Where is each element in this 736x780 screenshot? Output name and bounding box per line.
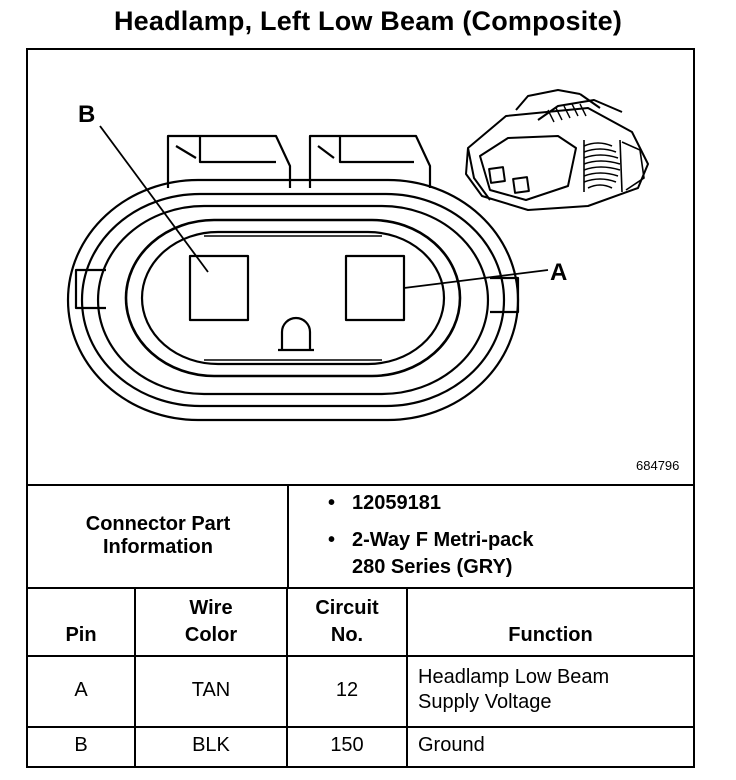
row-a-wire-color: TAN	[191, 679, 231, 701]
divider-col-pin	[134, 587, 136, 768]
bullet-icon: •	[328, 529, 336, 551]
connector-info-label: Connector Part Information	[28, 486, 288, 586]
connector-housing-outer	[66, 178, 520, 422]
divider-diagram-table	[28, 484, 693, 486]
locking-tab-left	[166, 134, 292, 188]
connector-latch-hatching	[547, 103, 587, 123]
row-a-pin: A	[74, 679, 88, 701]
divider-row-a-b	[28, 726, 693, 728]
connector-type-line2: 280 Series (GRY)	[352, 556, 513, 578]
pin-b-label: B	[78, 101, 95, 128]
header-circuit-line1: Circuit	[315, 597, 379, 619]
header-pin: Pin	[65, 624, 97, 646]
list-item: • 2-Way F Metri-pack 280 Series (GRY)	[328, 527, 534, 581]
divider-col-circuit	[406, 587, 408, 768]
row-a-circuit: 12	[335, 679, 359, 701]
divider-info-column	[287, 484, 289, 588]
page-title: Headlamp, Left Low Beam (Composite)	[113, 6, 623, 36]
header-circuit-line2: No.	[330, 624, 364, 646]
connector-info-label-line1: Connector Part	[85, 513, 231, 535]
row-a-function: Headlamp Low Beam Supply Voltage	[418, 665, 688, 715]
side-tab-left	[74, 268, 106, 310]
header-wire-color-line2: Color	[184, 624, 238, 646]
figure-number: 684796	[636, 458, 680, 473]
terminal-a	[344, 254, 406, 322]
divider-header-rows	[28, 655, 693, 657]
connector-info-label-line2: Information	[103, 536, 213, 558]
connector-info-list: • 12059181 • 2-Way F Metri-pack 280 Seri…	[328, 490, 534, 581]
part-number: 12059181	[352, 492, 441, 514]
connector-sheet-frame	[26, 48, 695, 768]
row-a-function-line2: Supply Voltage	[418, 691, 552, 713]
row-b-circuit: 150	[330, 734, 364, 756]
connector-face-diagram: B A	[66, 89, 649, 422]
polarizing-key	[280, 316, 312, 350]
connector-isometric-illustration	[465, 89, 649, 211]
divider-info-header	[28, 587, 693, 589]
row-b-wire-color: BLK	[192, 734, 230, 756]
row-a-function-line1: Headlamp Low Beam	[418, 666, 610, 688]
header-wire-color-line1: Wire	[189, 597, 233, 619]
header-wire-color: Wire Color	[136, 595, 286, 649]
bullet-icon: •	[328, 492, 336, 514]
divider-col-wire	[286, 587, 288, 768]
header-circuit-no: Circuit No.	[288, 595, 406, 649]
locking-tab-right	[308, 134, 432, 188]
row-b-pin: B	[74, 734, 88, 756]
connector-cavity	[124, 218, 462, 378]
header-function: Function	[508, 624, 593, 646]
list-item: • 12059181	[328, 490, 534, 517]
terminal-b	[188, 254, 250, 322]
pin-a-label: A	[550, 259, 567, 286]
connector-wire-coil	[583, 139, 645, 193]
connector-type-line1: 2-Way F Metri-pack	[352, 529, 534, 551]
row-b-function: Ground	[418, 734, 485, 756]
